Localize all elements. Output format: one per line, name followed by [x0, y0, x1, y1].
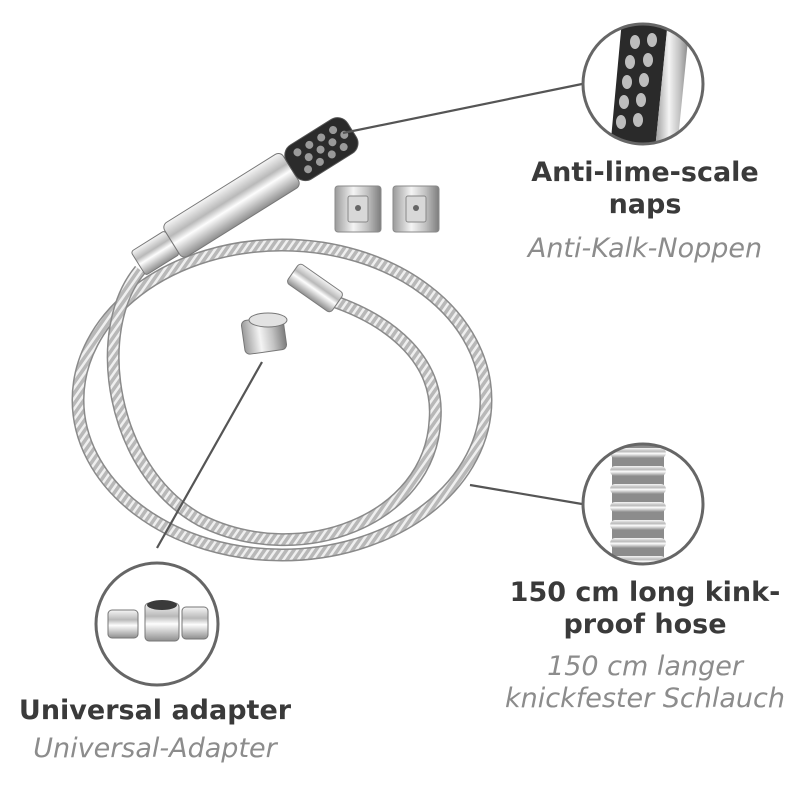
- hose-end-fitting: [287, 263, 343, 313]
- adapter-closeup: [94, 561, 220, 687]
- naps-caption: Anti-lime-scale naps Anti-Kalk-Noppen: [510, 157, 780, 265]
- hose-title: 150 cm long kink-proof hose: [509, 577, 781, 640]
- hose-closeup: [581, 442, 705, 566]
- hose-coil: [71, 238, 493, 562]
- hand-shower: [131, 117, 359, 275]
- adapter-title: Universal adapter: [18, 695, 292, 726]
- adapter-subtitle: Universal-Adapter: [33, 732, 277, 764]
- naps-subtitle: Anti-Kalk-Noppen: [527, 232, 763, 264]
- adapter-caption: Universal adapter Universal-Adapter: [10, 695, 300, 765]
- callout-lines: [156, 82, 583, 549]
- naps-closeup: [581, 22, 705, 146]
- hose-caption: 150 cm long kink-proof hose 150 cm lange…: [495, 577, 795, 714]
- hose-subtitle: 150 cm langer knickfester Schlauch: [504, 650, 785, 714]
- wall-brackets: [334, 185, 440, 233]
- naps-title: Anti-lime-scale naps: [531, 157, 759, 220]
- adapter-piece: [240, 312, 288, 355]
